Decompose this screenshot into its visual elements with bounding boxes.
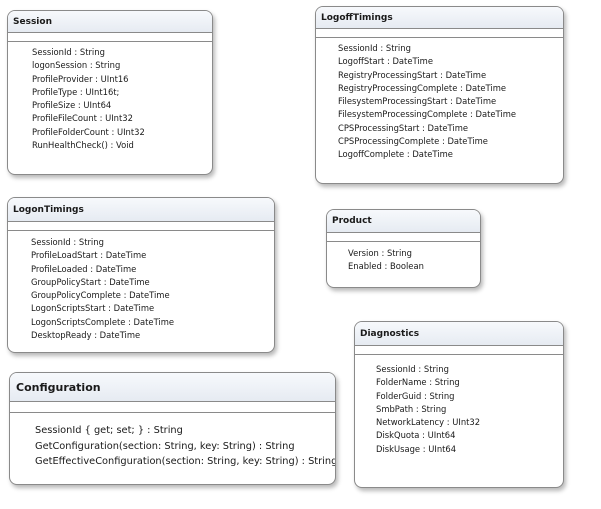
member: GetEffectiveConfiguration(section: Strin… <box>35 456 336 467</box>
class-session-separator <box>8 33 212 42</box>
class-session-title: Session <box>8 11 212 33</box>
class-session-members: SessionId : String logonSession : String… <box>8 42 212 152</box>
member: CPSProcessingStart : DateTime <box>338 122 469 133</box>
class-diagnostics-members: SessionId : String FolderName : String F… <box>355 355 563 456</box>
class-diagnostics-title: Diagnostics <box>355 322 563 346</box>
member: logonSession : String <box>32 60 121 71</box>
member: RunHealthCheck() : Void <box>32 140 134 151</box>
member: SessionId : String <box>31 237 104 247</box>
member: ProfileType : UInt16t; <box>32 86 120 97</box>
class-product[interactable]: Product Version : String Enabled : Boole… <box>326 209 481 288</box>
class-configuration-members: SessionId { get; set; } : String GetConf… <box>10 413 335 470</box>
member: DesktopReady : DateTime <box>31 330 141 341</box>
member: Version : String <box>348 248 412 258</box>
member: ProfileFolderCount : UInt32 <box>32 126 145 137</box>
member: ProfileSize : UInt64 <box>32 100 112 111</box>
class-configuration[interactable]: Configuration SessionId { get; set; } : … <box>9 372 336 485</box>
class-product-members: Version : String Enabled : Boolean <box>327 242 480 274</box>
member: GroupPolicyStart : DateTime <box>31 276 150 287</box>
class-diagnostics-separator <box>355 346 563 355</box>
member: RegistryProcessingStart : DateTime <box>338 69 487 80</box>
member: LogonScriptsComplete : DateTime <box>31 316 175 327</box>
class-product-title: Product <box>327 210 480 233</box>
class-product-separator <box>327 233 480 242</box>
member: NetworkLatency : UInt32 <box>376 417 481 428</box>
class-configuration-separator <box>10 402 335 413</box>
member: FilesystemProcessingStart : DateTime <box>338 96 497 107</box>
member: CPSProcessingComplete : DateTime <box>338 136 488 147</box>
member: LogoffStart : DateTime <box>338 56 433 67</box>
class-logofftimings-separator <box>316 29 563 38</box>
member: SmbPath : String <box>376 403 447 414</box>
class-logofftimings[interactable]: LogoffTimings SessionId : String LogoffS… <box>315 6 564 184</box>
member: SessionId { get; set; } : String <box>35 425 183 436</box>
member: LogoffComplete : DateTime <box>338 149 453 160</box>
member: ProfileLoaded : DateTime <box>31 263 137 274</box>
class-logontimings-title: LogonTimings <box>8 198 274 222</box>
class-logontimings[interactable]: LogonTimings SessionId : String ProfileL… <box>7 197 275 353</box>
member: ProfileFileCount : UInt32 <box>32 113 133 124</box>
class-logofftimings-members: SessionId : String LogoffStart : DateTim… <box>316 38 563 162</box>
class-configuration-title: Configuration <box>10 373 335 402</box>
member: FolderName : String <box>376 377 460 388</box>
member: SessionId : String <box>338 43 411 53</box>
member: SessionId : String <box>32 47 105 57</box>
member: DiskQuota : UInt64 <box>376 430 456 441</box>
member: ProfileLoadStart : DateTime <box>31 250 147 261</box>
member: GetConfiguration(section: String, key: S… <box>35 440 295 452</box>
class-logofftimings-title: LogoffTimings <box>316 7 563 29</box>
class-diagnostics[interactable]: Diagnostics SessionId : String FolderNam… <box>354 321 564 488</box>
member: RegistryProcessingComplete : DateTime <box>338 82 507 93</box>
member: DiskUsage : UInt64 <box>376 443 457 454</box>
member: FolderGuid : String <box>376 390 455 401</box>
member: FilesystemProcessingComplete : DateTime <box>338 109 517 120</box>
member: Enabled : Boolean <box>348 261 424 272</box>
class-logontimings-members: SessionId : String ProfileLoadStart : Da… <box>8 231 274 342</box>
class-logontimings-separator <box>8 222 274 231</box>
member: SessionId : String <box>376 364 449 374</box>
member: GroupPolicyComplete : DateTime <box>31 290 170 301</box>
class-session[interactable]: Session SessionId : String logonSession … <box>7 10 213 175</box>
member: ProfileProvider : UInt16 <box>32 73 129 84</box>
member: LogonScriptsStart : DateTime <box>31 303 155 314</box>
